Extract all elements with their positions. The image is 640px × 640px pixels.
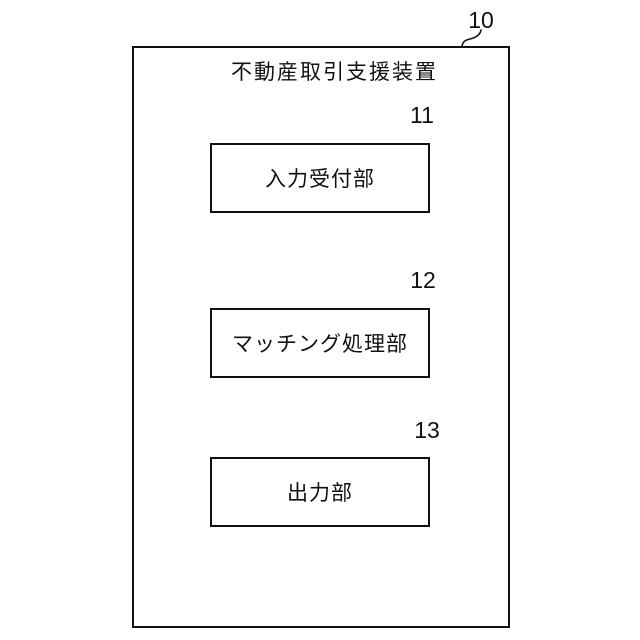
block-output: 出力部 <box>210 457 430 527</box>
block-label-output: 出力部 <box>287 482 353 505</box>
device-title: 不動産取引支援装置 <box>231 61 438 84</box>
ref-label-matching-processing: 12 <box>410 267 436 293</box>
block-input-reception: 入力受付部 <box>210 143 430 213</box>
block-label-matching-processing: マッチング処理部 <box>232 333 408 356</box>
ref-label-input-reception: 11 <box>410 102 434 128</box>
ref-label-device: 10 <box>468 7 494 33</box>
ref-label-output: 13 <box>414 417 440 443</box>
block-matching-processing: マッチング処理部 <box>210 308 430 378</box>
block-label-input-reception: 入力受付部 <box>265 168 375 191</box>
